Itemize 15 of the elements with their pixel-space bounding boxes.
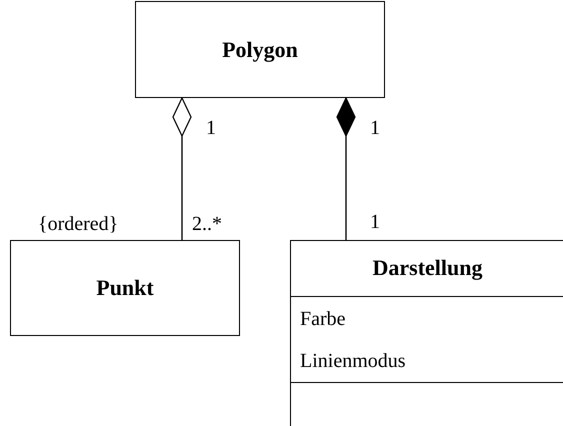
class-name: Punkt [95,275,155,301]
class-name: Darstellung [372,255,484,281]
attribute: Linienmodus [300,350,406,373]
attribute: Farbe [300,308,346,331]
multiplicity-label: 1 [206,117,216,139]
multiplicity-label: 2..* [192,213,222,235]
composition-line [336,97,356,240]
class-box [135,1,385,98]
multiplicity-label: 1 [370,211,380,233]
class-name: Polygon [221,36,299,62]
class-box [290,240,563,426]
constraint-label: {ordered} [38,213,118,235]
aggregation-line [172,97,192,240]
multiplicity-label: 1 [370,117,380,139]
class-box [10,240,240,336]
